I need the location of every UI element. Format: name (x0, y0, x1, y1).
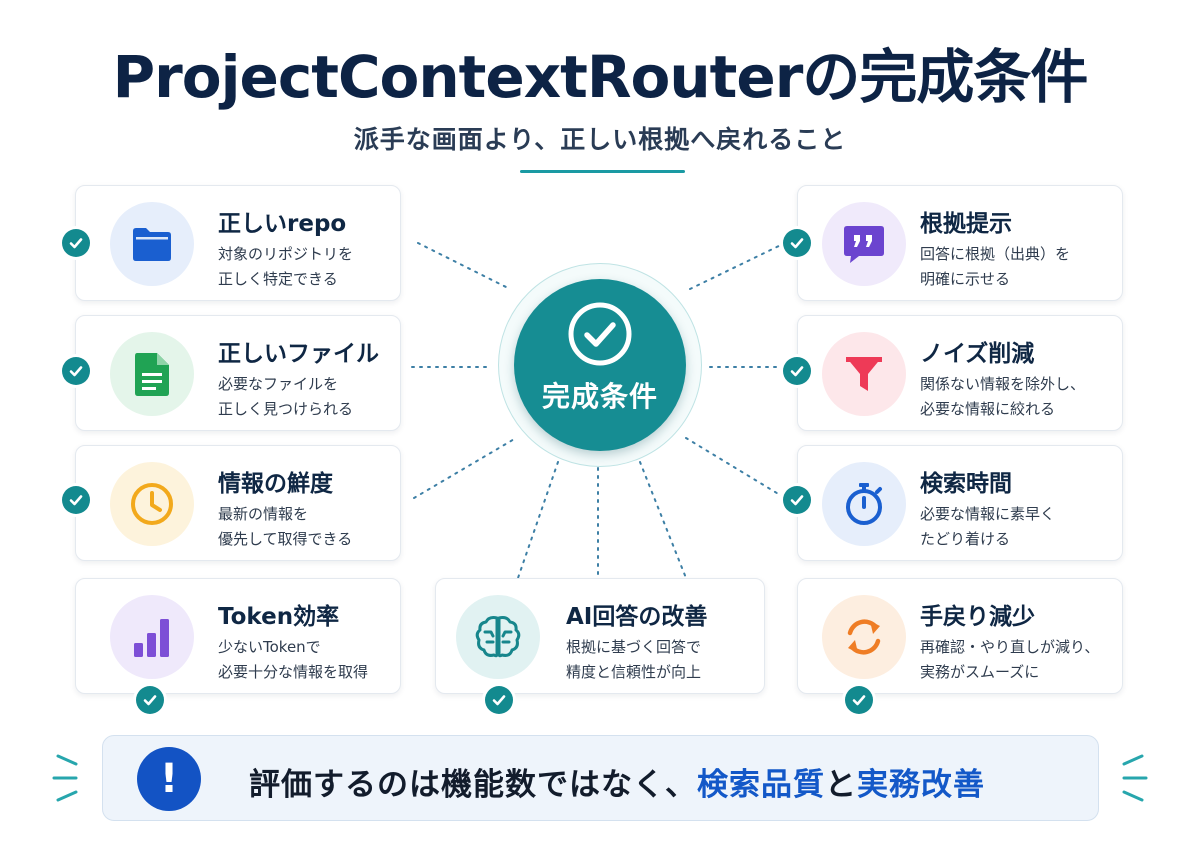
folder-icon (133, 228, 171, 261)
card-desc-line: 少ないTokenで (218, 638, 321, 656)
check-icon (845, 686, 873, 714)
card-token: Token効率 少ないTokenで 必要十分な情報を取得 (75, 578, 401, 694)
card-title: 手戻り減少 (920, 604, 1035, 630)
brain-icon (475, 616, 521, 658)
check-circle-icon (568, 302, 632, 366)
card-fresh: 情報の鮮度 最新の情報を 優先して取得できる (75, 445, 401, 561)
card-title: 情報の鮮度 (218, 471, 333, 497)
stopwatch-icon-circle (822, 462, 906, 546)
card-evidence: 根拠提示 回答に根拠（出典）を 明確に示せる (797, 185, 1123, 301)
card-time: 検索時間 必要な情報に素早く たどり着ける (797, 445, 1123, 561)
card-description: 対象のリポジトリを 正しく特定できる (218, 242, 353, 292)
banner-text: 評価するのは機能数ではなく、検索品質と実務改善 (249, 759, 985, 804)
card-repo: 正しいrepo 対象のリポジトリを 正しく特定できる (75, 185, 401, 301)
card-desc-line: 最新の情報を (218, 505, 309, 523)
brain-icon-circle (456, 595, 540, 679)
center-hub: 完成条件 (514, 279, 686, 451)
sparkle-left-icon (52, 754, 78, 802)
sparkle-right-icon (1122, 754, 1148, 802)
bar-chart-icon-circle (110, 595, 194, 679)
card-desc-line: 根拠に基づく回答で (566, 638, 702, 656)
card-description: 必要なファイルを 正しく見つけられる (218, 372, 353, 422)
card-rework: 手戻り減少 再確認・やり直しが減り、 実務がスムーズに (797, 578, 1123, 694)
card-title: Token効率 (218, 604, 340, 630)
filter-icon (846, 357, 882, 391)
subtitle-underline (520, 170, 685, 173)
check-icon (62, 357, 90, 385)
card-ai: AI回答の改善 根拠に基づく回答で 精度と信頼性が向上 (435, 578, 765, 694)
card-title: 正しいrepo (218, 211, 347, 237)
center-label: 完成条件 (541, 380, 658, 413)
card-description: 少ないTokenで 必要十分な情報を取得 (218, 635, 368, 685)
card-desc-line: たどり着ける (920, 530, 1011, 548)
card-description: 関係ない情報を除外し、 必要な情報に絞れる (920, 372, 1085, 422)
summary-banner: ! 評価するのは機能数ではなく、検索品質と実務改善 (102, 735, 1099, 821)
card-title: 検索時間 (920, 471, 1012, 497)
clock-icon (131, 483, 173, 525)
card-description: 回答に根拠（出典）を 明確に示せる (920, 242, 1070, 292)
card-desc-line: 実務がスムーズに (920, 663, 1040, 681)
card-description: 必要な情報に素早く たどり着ける (920, 502, 1055, 552)
card-desc-line: 関係ない情報を除外し、 (920, 375, 1086, 393)
card-title: AI回答の改善 (566, 604, 708, 630)
quote-icon (844, 226, 884, 263)
bar-chart-icon (134, 619, 169, 657)
quote-icon-circle (822, 202, 906, 286)
card-desc-line: 明確に示せる (920, 270, 1011, 288)
check-icon (783, 229, 811, 257)
document-icon-circle (110, 332, 194, 416)
card-desc-line: 正しく見つけられる (218, 400, 354, 418)
banner-highlight-work-improvement: 実務改善 (857, 767, 985, 803)
page-subtitle: 派手な画面より、正しい根拠へ戻れること (353, 125, 847, 154)
check-icon (783, 486, 811, 514)
check-icon (62, 486, 90, 514)
exclamation-icon: ! (137, 747, 201, 811)
card-desc-line: 対象のリポジトリを (218, 245, 354, 263)
banner-connector: と (825, 767, 857, 803)
filter-icon-circle (822, 332, 906, 416)
document-icon (135, 353, 169, 396)
banner-text-prefix: 評価するのは機能数ではなく、 (249, 767, 697, 803)
refresh-icon-circle (822, 595, 906, 679)
card-desc-line: 必要な情報に素早く (920, 505, 1056, 523)
card-noise: ノイズ削減 関係ない情報を除外し、 必要な情報に絞れる (797, 315, 1123, 431)
card-file: 正しいファイル 必要なファイルを 正しく見つけられる (75, 315, 401, 431)
refresh-icon (847, 619, 881, 655)
card-title: ノイズ削減 (920, 341, 1035, 367)
card-title: 正しいファイル (218, 341, 379, 367)
card-desc-line: 精度と信頼性が向上 (566, 663, 702, 681)
card-description: 根拠に基づく回答で 精度と信頼性が向上 (566, 635, 701, 685)
card-desc-line: 正しく特定できる (218, 270, 338, 288)
card-desc-line: 再確認・やり直しが減り、 (920, 638, 1100, 656)
card-desc-line: 必要な情報に絞れる (920, 400, 1056, 418)
check-icon (62, 229, 90, 257)
clock-icon-circle (110, 462, 194, 546)
card-desc-line: 必要十分な情報を取得 (218, 663, 369, 681)
stopwatch-icon (846, 483, 882, 525)
folder-icon-circle (110, 202, 194, 286)
page-title: ProjectContextRouterの完成条件 (112, 43, 1089, 111)
card-desc-line: 優先して取得できる (218, 530, 353, 548)
check-icon (783, 357, 811, 385)
card-description: 最新の情報を 優先して取得できる (218, 502, 352, 552)
card-title: 根拠提示 (920, 211, 1012, 237)
check-icon (485, 686, 513, 714)
card-desc-line: 回答に根拠（出典）を (920, 245, 1071, 263)
card-description: 再確認・やり直しが減り、 実務がスムーズに (920, 635, 1099, 685)
card-desc-line: 必要なファイルを (218, 375, 339, 393)
banner-highlight-search-quality: 検索品質 (697, 767, 825, 803)
check-icon (136, 686, 164, 714)
